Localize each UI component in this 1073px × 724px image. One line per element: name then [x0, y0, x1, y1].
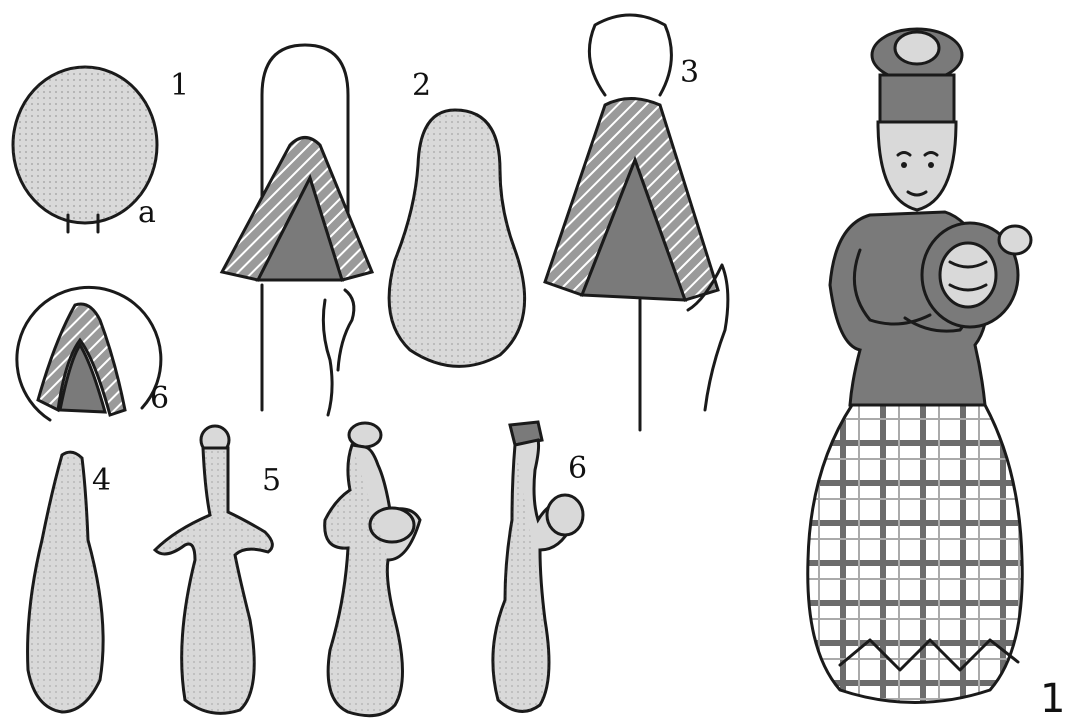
- final-painted-figure: [808, 29, 1031, 703]
- step-1-clay-ball: [13, 67, 157, 232]
- step-2-pear-shape: [389, 110, 525, 366]
- label-step-4: 4: [92, 463, 111, 498]
- step-3-arch-with-hands-right: [545, 15, 728, 430]
- step-5-form-with-arms: [155, 426, 272, 713]
- step-arch-with-hands-left: [222, 45, 372, 415]
- step-6a-circle-form: [17, 287, 161, 420]
- label-step-2: 2: [412, 68, 431, 103]
- label-step-1: 1: [170, 68, 189, 103]
- label-figure-1: 1: [1040, 676, 1065, 722]
- step-6-figure-with-object: [325, 423, 420, 716]
- label-step-1a: a: [138, 195, 156, 230]
- label-step-6a: 6: [150, 381, 169, 416]
- label-step-3: 3: [680, 55, 699, 90]
- label-step-6b: 6: [568, 451, 587, 486]
- label-step-5: 5: [262, 463, 281, 498]
